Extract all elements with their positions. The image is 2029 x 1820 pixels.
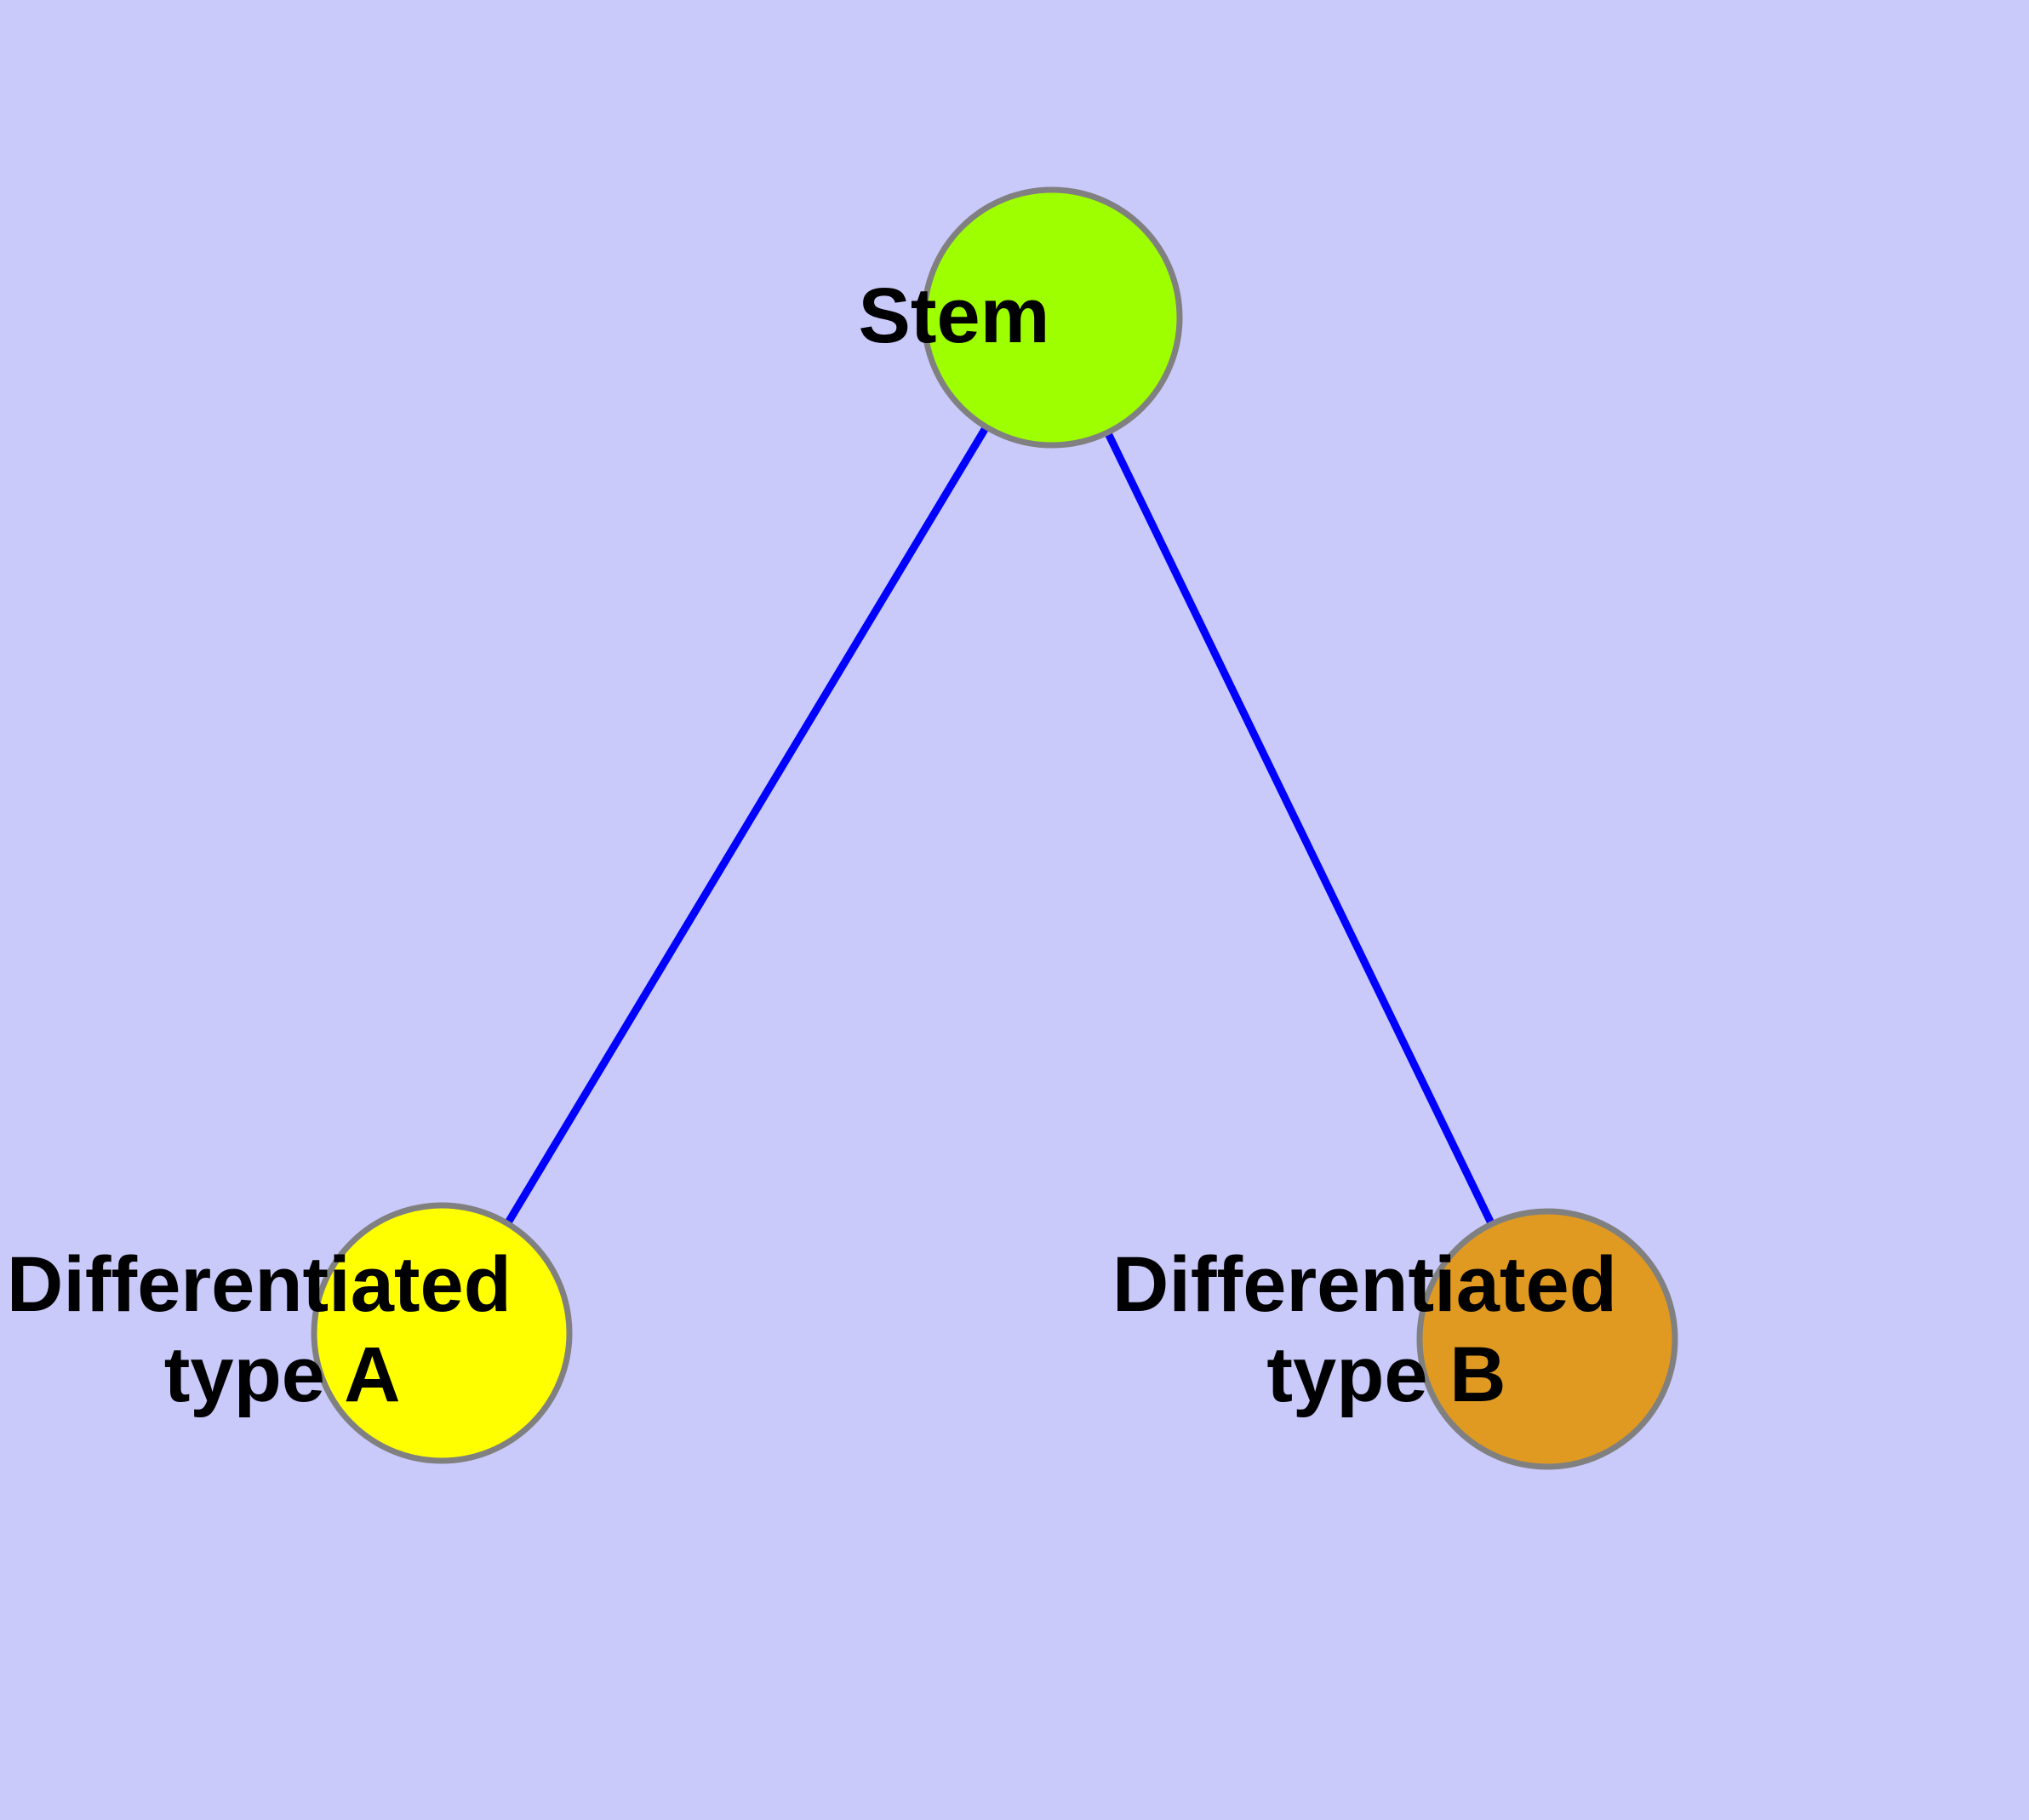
node-stem-label: Stem — [858, 272, 1245, 359]
edge-layer — [438, 315, 1552, 1341]
node-differentiated-type-a-label: Differentiated type A — [7, 1241, 751, 1418]
node-differentiated-type-b-label-line-2: type B — [1266, 1331, 1506, 1418]
node-differentiated-type-a-circle[interactable] — [311, 1202, 573, 1464]
node-differentiated-type-b-circle[interactable] — [1416, 1208, 1678, 1470]
node-differentiated-type-b[interactable]: Differentiated type B — [1112, 1208, 1856, 1470]
node-stem[interactable]: Stem — [858, 186, 1245, 449]
edge-stem-to-differentiated-a[interactable] — [438, 315, 1055, 1336]
node-differentiated-type-b-label: Differentiated type B — [1112, 1241, 1856, 1418]
node-stem-circle[interactable] — [921, 186, 1183, 449]
node-differentiated-type-a[interactable]: Differentiated type A — [7, 1202, 751, 1464]
node-differentiated-type-a-label-line-2: type A — [164, 1331, 399, 1418]
edge-stem-to-differentiated-b[interactable] — [1048, 316, 1552, 1341]
node-stem-label-line-1: Stem — [858, 272, 1049, 359]
node-layer: Stem Differentiated type A Differentiate… — [7, 186, 1856, 1470]
node-differentiated-type-a-label-line-1: Differentiated — [7, 1241, 512, 1328]
node-differentiated-type-b-label-line-1: Differentiated — [1112, 1241, 1617, 1328]
